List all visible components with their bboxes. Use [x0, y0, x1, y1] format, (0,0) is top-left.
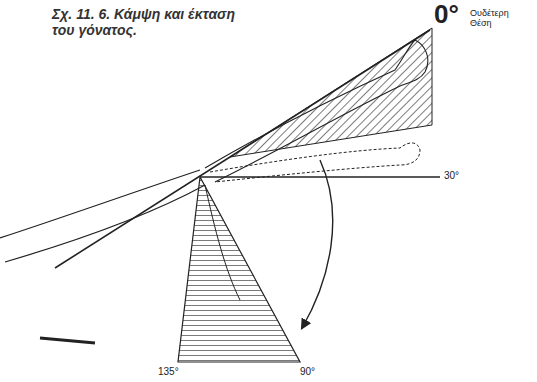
lower-leg-outline	[210, 143, 420, 182]
position-label: Ουδέτερη Θέση	[470, 8, 530, 29]
movement-arrow	[302, 160, 333, 328]
flexion-range	[178, 177, 300, 362]
lower-leg-outline	[205, 40, 428, 182]
thigh-outline	[5, 185, 205, 262]
angle-label: 135°	[158, 366, 179, 378]
other-leg	[40, 338, 95, 343]
thigh-outline	[0, 170, 200, 238]
angle-label: 90°	[300, 366, 315, 378]
figure-caption: Σχ. 11. 6. Κάμψη και έκταση του γόνατος.	[52, 6, 237, 38]
lower-leg-outline	[205, 185, 240, 300]
angle-label: 0°	[434, 0, 459, 30]
angle-label: 30°	[444, 170, 459, 182]
neutral-line	[55, 30, 430, 268]
reference-line	[200, 176, 440, 177]
